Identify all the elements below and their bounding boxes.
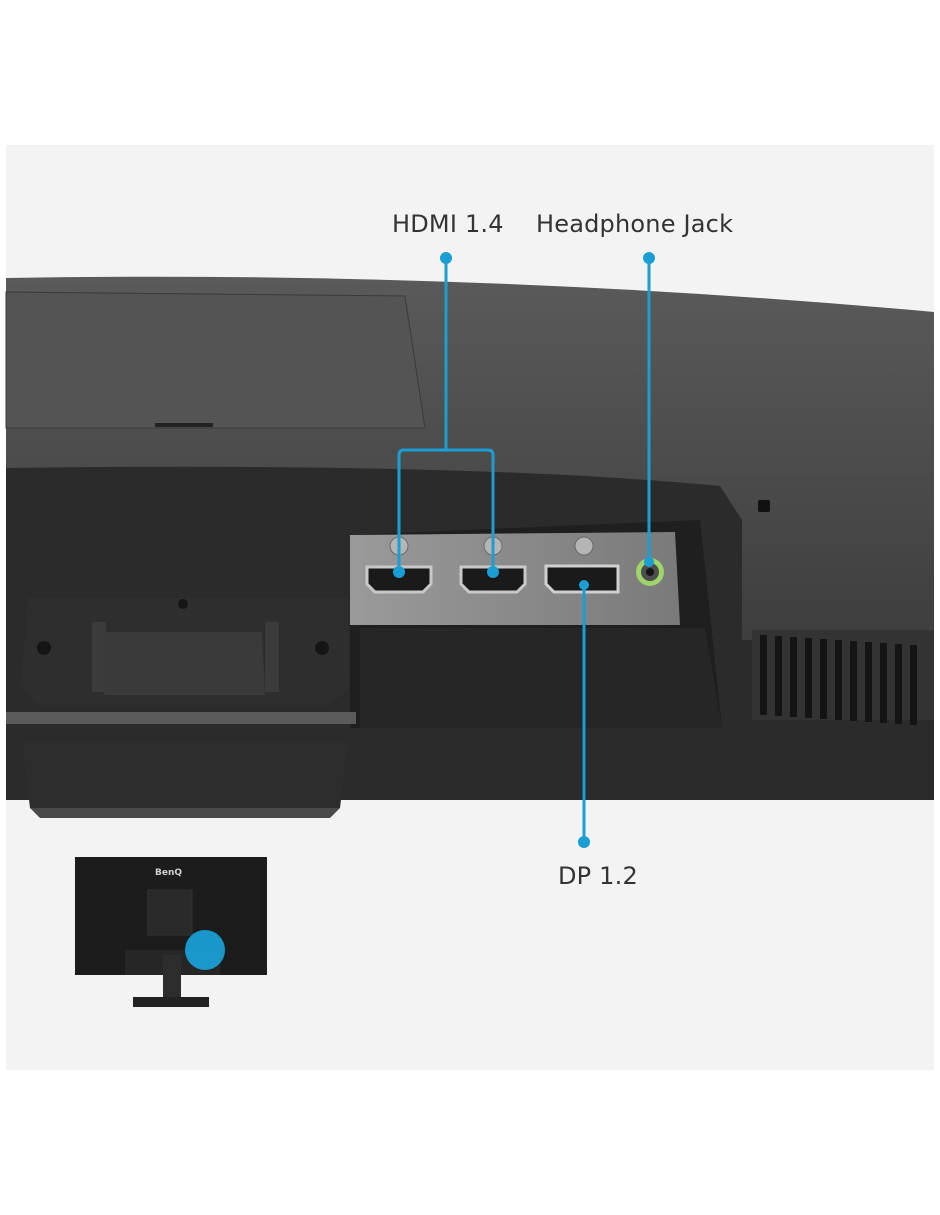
callout-dots	[393, 252, 655, 848]
callout-lines	[397, 258, 651, 840]
base-ledge	[6, 712, 356, 724]
port-cavity-floor	[360, 628, 722, 728]
hdmi-port-1	[365, 565, 433, 594]
thumbnail-monitor	[75, 857, 267, 1007]
stand-neck	[22, 742, 348, 808]
thumbnail-brand-logo: BenQ	[155, 868, 183, 878]
headphone-jack	[636, 558, 664, 586]
lock-slot	[758, 500, 770, 512]
monitor-back-recess	[5, 291, 426, 429]
headphone-jack-label: Headphone Jack	[536, 210, 734, 238]
stand-mount	[20, 598, 350, 705]
hdmi-label: HDMI 1.4	[392, 210, 504, 238]
displayport-port	[544, 564, 620, 594]
air-vents	[752, 630, 934, 725]
dp-label: DP 1.2	[558, 862, 638, 890]
recess-slot	[155, 423, 213, 427]
hdmi-port-2	[459, 565, 527, 594]
